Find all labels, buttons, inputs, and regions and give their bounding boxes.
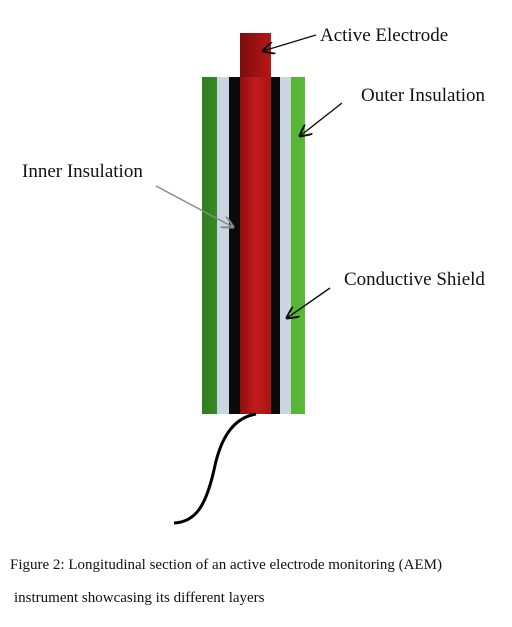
conductive-shield-arrow [287,287,331,318]
figure-caption-line-1: Figure 2: Longitudinal section of an act… [10,557,442,573]
active-electrode-arrow [263,34,317,51]
outer-insulation-arrow [300,102,343,136]
active-electrode-tip [240,33,271,77]
inner-insulation-arrow [155,185,233,227]
active-electrode-core [240,77,271,414]
figure-caption-line-2: instrument showcasing its different laye… [14,590,265,606]
active-electrode-label: Active Electrode [320,25,449,46]
lead-wire [173,412,257,525]
inner-insulation-label: Inner Insulation [22,161,143,182]
outer-insulation-label: Outer Insulation [361,85,486,106]
conductive-shield-label: Conductive Shield [344,269,485,290]
